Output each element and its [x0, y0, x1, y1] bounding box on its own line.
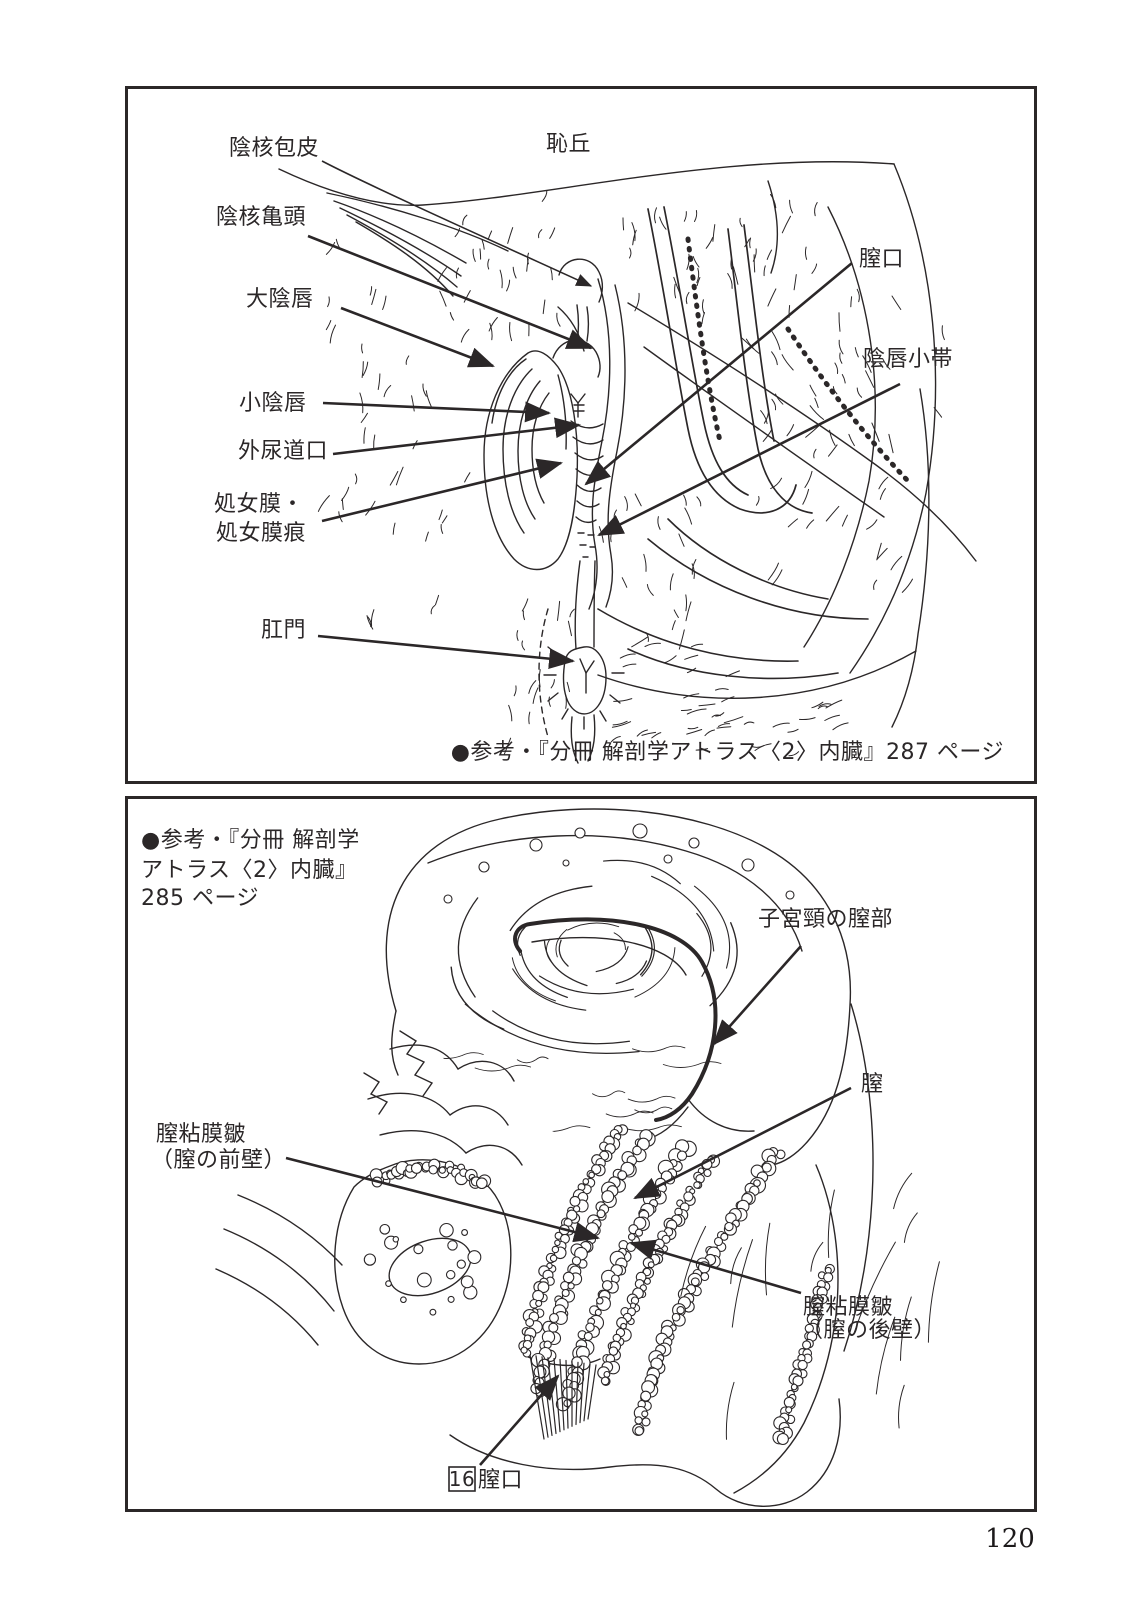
sagittal-section-drawing: ●参考・『分冊 解剖学 アトラス〈2〉内臓』 285 ページ 子宮頸の膣部 膣 … — [141, 808, 940, 1507]
leader-folds-back — [629, 1239, 802, 1295]
label-cervix-vaginal-part: 子宮頸の膣部 — [758, 907, 893, 932]
leader-glans — [307, 234, 593, 350]
leader-anus — [317, 634, 576, 670]
label-folds-back-line2: （膣の後壁） — [801, 1318, 936, 1343]
leader-arrows — [307, 160, 901, 670]
label-glans-clitoris: 陰核亀頭 — [216, 205, 306, 230]
label-labial-frenulum: 陰唇小帯 — [863, 347, 953, 372]
figure-number: 16 — [449, 1467, 475, 1491]
label-labia-minora: 小陰唇 — [239, 391, 307, 416]
label-mons-pubis: 恥丘 — [546, 132, 591, 157]
figure-number-box — [448, 1466, 476, 1492]
label-vaginal-opening: 膣口 — [478, 1468, 523, 1493]
leader-folds-front — [285, 1156, 601, 1243]
page-number: 120 — [985, 1524, 1035, 1554]
figure-panel-external-anatomy: 陰核包皮 恥丘 陰核亀頭 大陰唇 小陰唇 外尿道口 処女膜・ 処女膜痕 肛門 膣… — [125, 86, 1037, 784]
reference-citation-line1: ●参考・『分冊 解剖学 — [141, 828, 360, 853]
leader-labia-majora — [340, 306, 495, 368]
label-hymen-line2: 処女膜痕 — [216, 521, 306, 546]
leader-labial-frenulum — [597, 382, 901, 537]
leader-vaginal-opening — [479, 1374, 560, 1466]
leader-urethral-opening — [332, 417, 582, 456]
label-hymen-line1: 処女膜・ — [214, 492, 304, 517]
figure-panel-sagittal-section: ●参考・『分冊 解剖学 アトラス〈2〉内臓』 285 ページ 子宮頸の膣部 膣 … — [125, 796, 1037, 1512]
hair-texture — [317, 190, 945, 757]
leader-labia-minora — [322, 401, 552, 423]
vaginal-rugae-texture — [369, 1124, 835, 1446]
label-labia-majora: 大陰唇 — [246, 287, 314, 312]
leader-cervix — [712, 945, 802, 1046]
reference-citation: ●参考・『分冊 解剖学アトラス〈2〉内臓』287 ページ — [451, 740, 1004, 765]
label-prepuce: 陰核包皮 — [229, 136, 319, 161]
label-vaginal-opening: 膣口 — [859, 247, 904, 272]
reference-citation-line3: 285 ページ — [141, 886, 259, 911]
label-folds-back-line1: 膣粘膜皺 — [803, 1295, 893, 1320]
muscle-streak-texture — [680, 1172, 940, 1440]
leader-prepuce — [321, 160, 593, 287]
label-folds-front-line2: （膣の前壁） — [151, 1148, 286, 1173]
leader-vaginal-opening — [584, 262, 853, 486]
external-anatomy-drawing: 陰核包皮 恥丘 陰核亀頭 大陰唇 小陰唇 外尿道口 処女膜・ 処女膜痕 肛門 膣… — [214, 132, 1004, 765]
label-vagina: 膣 — [861, 1072, 884, 1097]
leader-hymen — [321, 458, 564, 523]
tissue-bubble-texture — [363, 1222, 482, 1316]
label-anus: 肛門 — [261, 618, 306, 643]
leader-arrows — [285, 945, 852, 1466]
leader-vagina — [633, 1086, 852, 1200]
uterus-fiber-texture — [429, 823, 795, 1133]
label-urethral-opening: 外尿道口 — [238, 439, 328, 464]
anatomy-linework — [278, 161, 977, 764]
label-folds-front-line1: 膣粘膜皺 — [156, 1122, 246, 1147]
reference-citation-line2: アトラス〈2〉内臓』 — [141, 858, 358, 883]
